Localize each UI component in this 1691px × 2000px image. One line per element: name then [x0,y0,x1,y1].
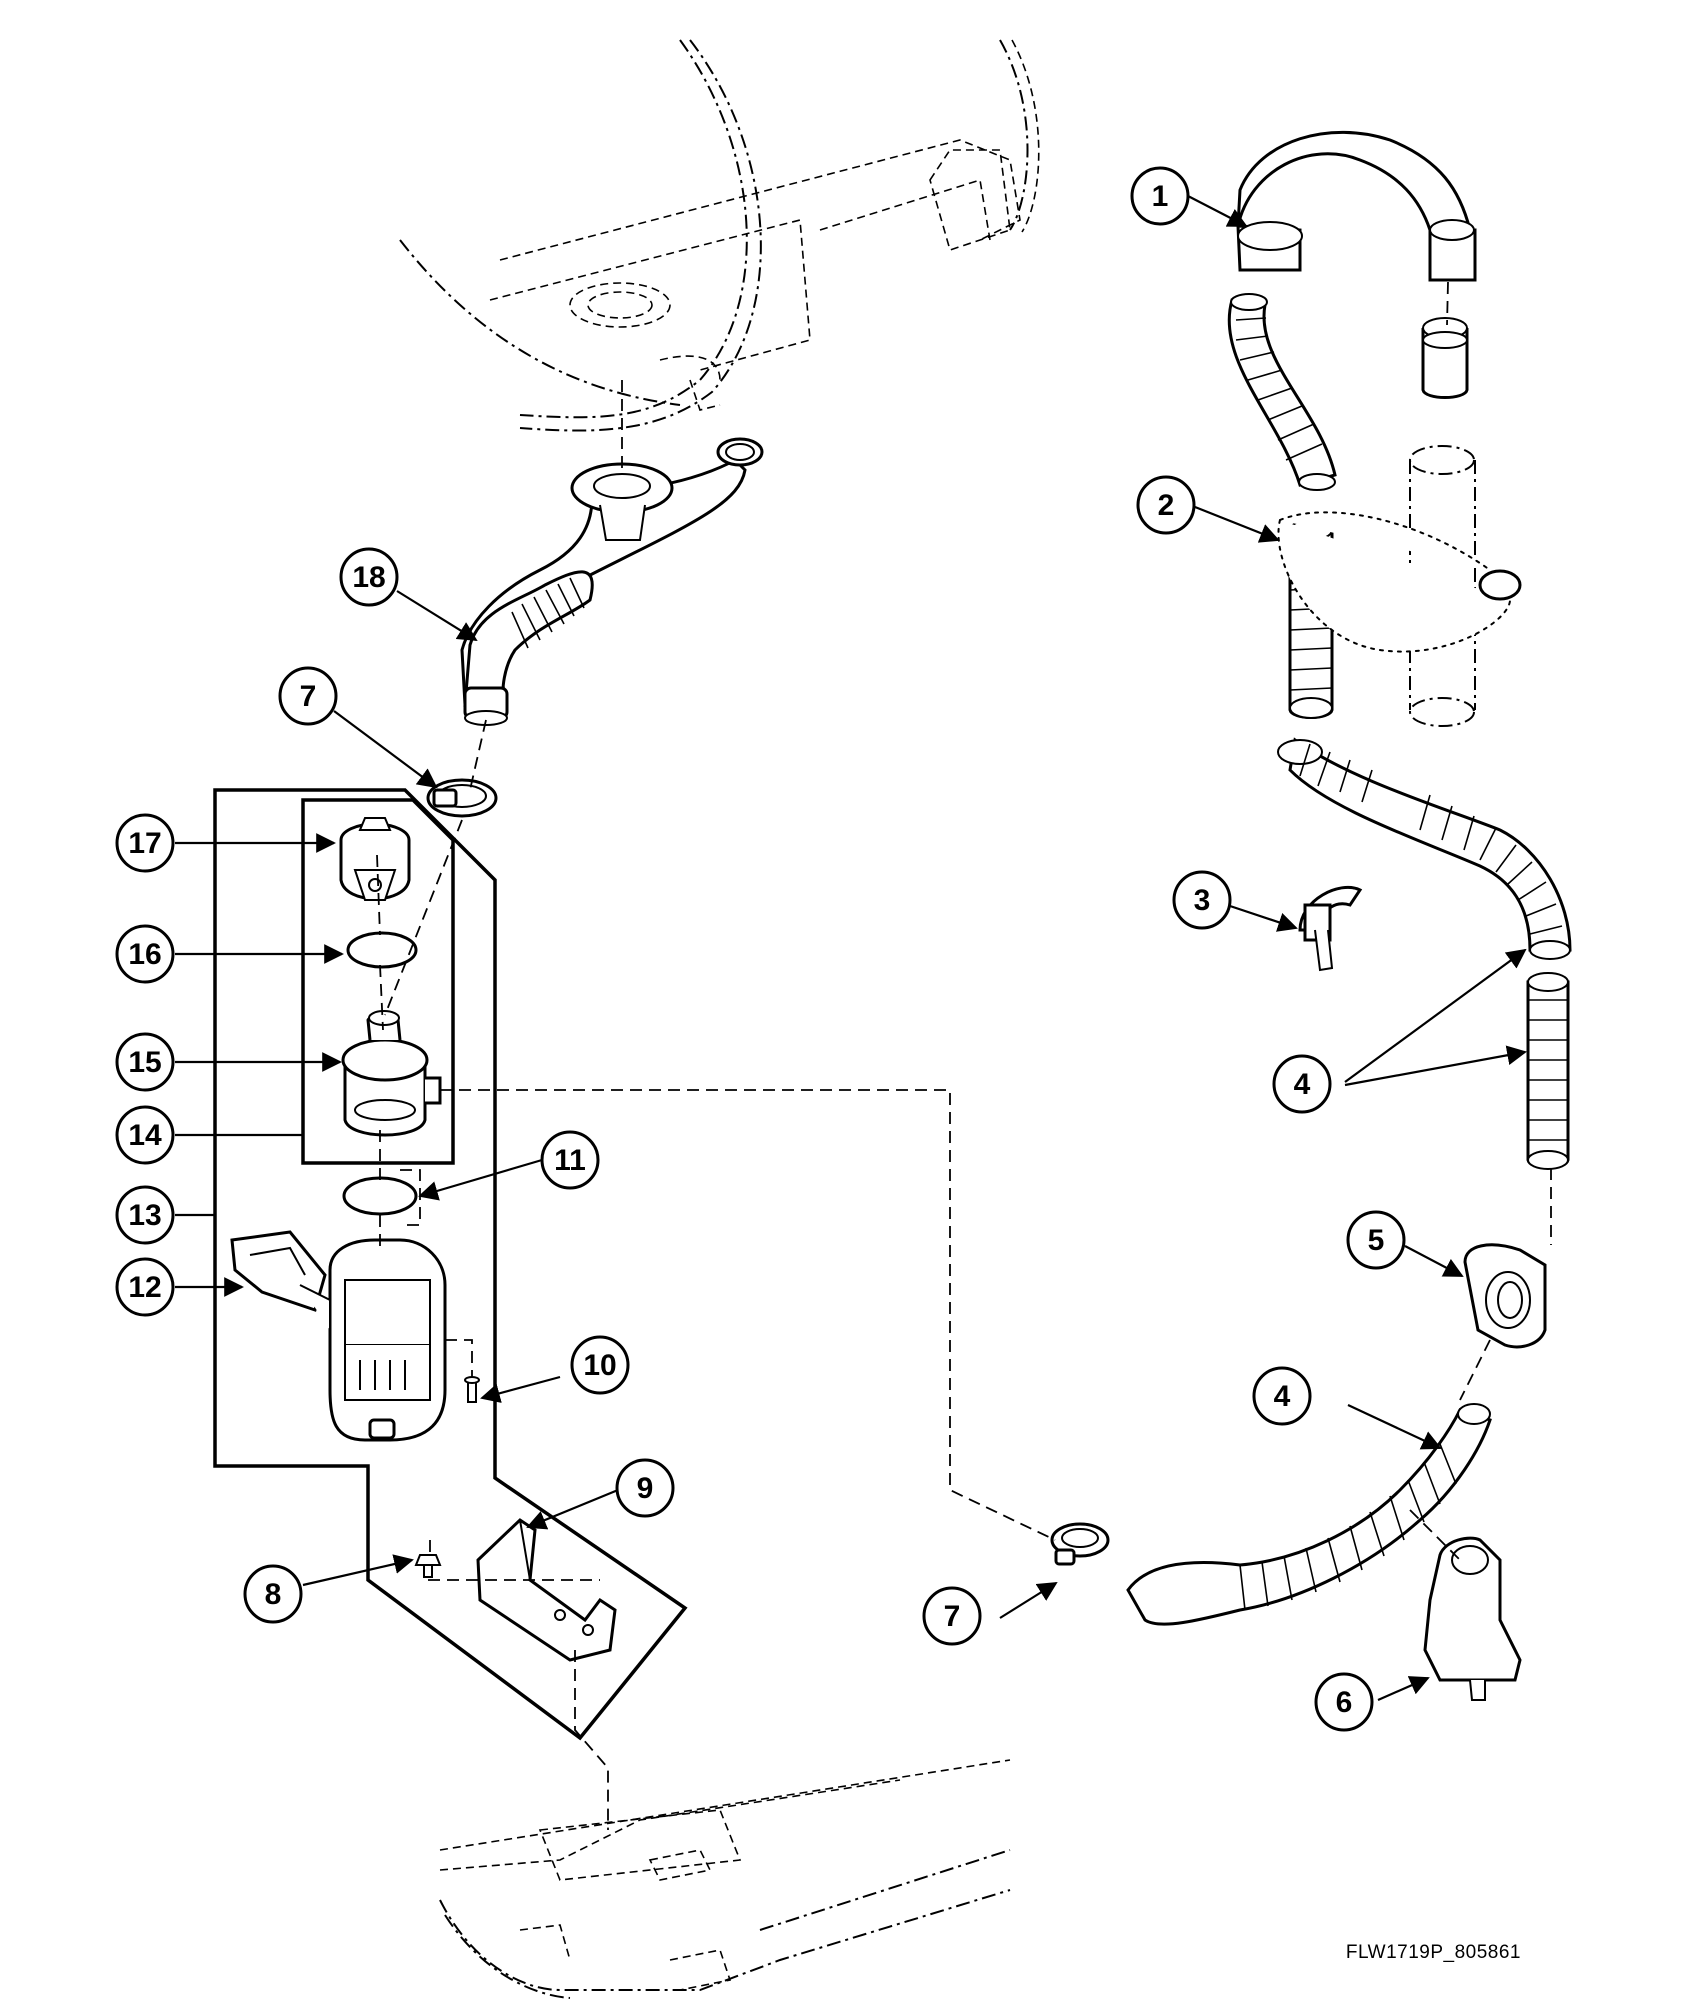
svg-text:9: 9 [637,1472,654,1505]
hose-grommet [1463,1243,1547,1349]
svg-text:2: 2 [1158,489,1175,522]
svg-text:4: 4 [1294,1068,1311,1101]
leader-lines [175,195,1527,1702]
tub-outline-ghost [399,39,1040,432]
callout-7-lower: 7 [922,1586,982,1646]
drain-hose-segment [1526,972,1570,1170]
svg-text:4: 4 [1274,1380,1291,1413]
callout-10: 10 [570,1335,630,1395]
callout-15: 15 [115,1032,175,1092]
o-ring-upper [346,931,418,969]
callout-16: 16 [115,924,175,984]
svg-text:13: 13 [128,1199,161,1232]
hose-clamp-upper [426,778,498,818]
hose-clip [1298,885,1363,972]
svg-text:15: 15 [128,1046,161,1079]
drain-elbow-hose [460,437,764,726]
pump-subassembly-frame [301,798,455,1165]
drain-hose-with-chain [1277,511,1522,719]
svg-text:10: 10 [583,1349,616,1382]
svg-text:5: 5 [1368,1224,1385,1257]
svg-text:16: 16 [128,938,161,971]
callout-9: 9 [615,1458,675,1518]
drain-hose-upper [1227,293,1337,491]
svg-text:17: 17 [128,827,161,860]
svg-text:1: 1 [1152,180,1169,213]
callout-13: 13 [115,1185,175,1245]
document-id: FLW1719P_805861 [1345,1942,1521,1963]
callout-18: 18 [339,547,399,607]
callout-17: 17 [115,813,175,873]
callout-8: 8 [243,1564,303,1624]
callout-2: 2 [1136,475,1196,535]
svg-text:7: 7 [944,1600,961,1633]
callout-1: 1 [1130,166,1190,226]
svg-text:14: 14 [128,1119,162,1152]
callout-14: 14 [115,1105,175,1165]
drain-hose-main [1277,737,1572,960]
svg-text:6: 6 [1336,1686,1353,1719]
pump-screw [464,1376,480,1403]
callout-4-upper: 4 [1272,1054,1332,1114]
hose-hanger [1423,1536,1522,1701]
callout-11: 11 [540,1130,600,1190]
hose-clamp-lower [1050,1522,1110,1566]
callout-6: 6 [1314,1672,1374,1732]
assembly-lines [376,281,1552,1830]
pump-housing [341,1010,442,1137]
pump-filter-cap [339,817,411,901]
svg-text:18: 18 [352,561,385,594]
callout-5: 5 [1346,1210,1406,1270]
svg-text:3: 3 [1194,884,1211,917]
pump-mounting-bracket [476,1518,617,1662]
drain-pump-motor [230,1230,447,1442]
callout-7-upper: 7 [278,666,338,726]
callout-3: 3 [1172,870,1232,930]
standpipe-cuff [1421,317,1469,399]
callout-4-lower: 4 [1252,1366,1312,1426]
o-ring-lower [342,1176,418,1216]
svg-text:11: 11 [554,1144,586,1177]
base-frame-ghost [439,1759,1011,1999]
drain-hose-lower [1126,1403,1492,1626]
bracket-screw [414,1554,442,1578]
svg-text:8: 8 [265,1578,282,1611]
svg-text:7: 7 [300,680,317,713]
callout-12: 12 [115,1257,175,1317]
hose-guide [1236,130,1477,282]
svg-text:12: 12 [128,1271,161,1304]
standpipe-ghost [1409,445,1476,727]
